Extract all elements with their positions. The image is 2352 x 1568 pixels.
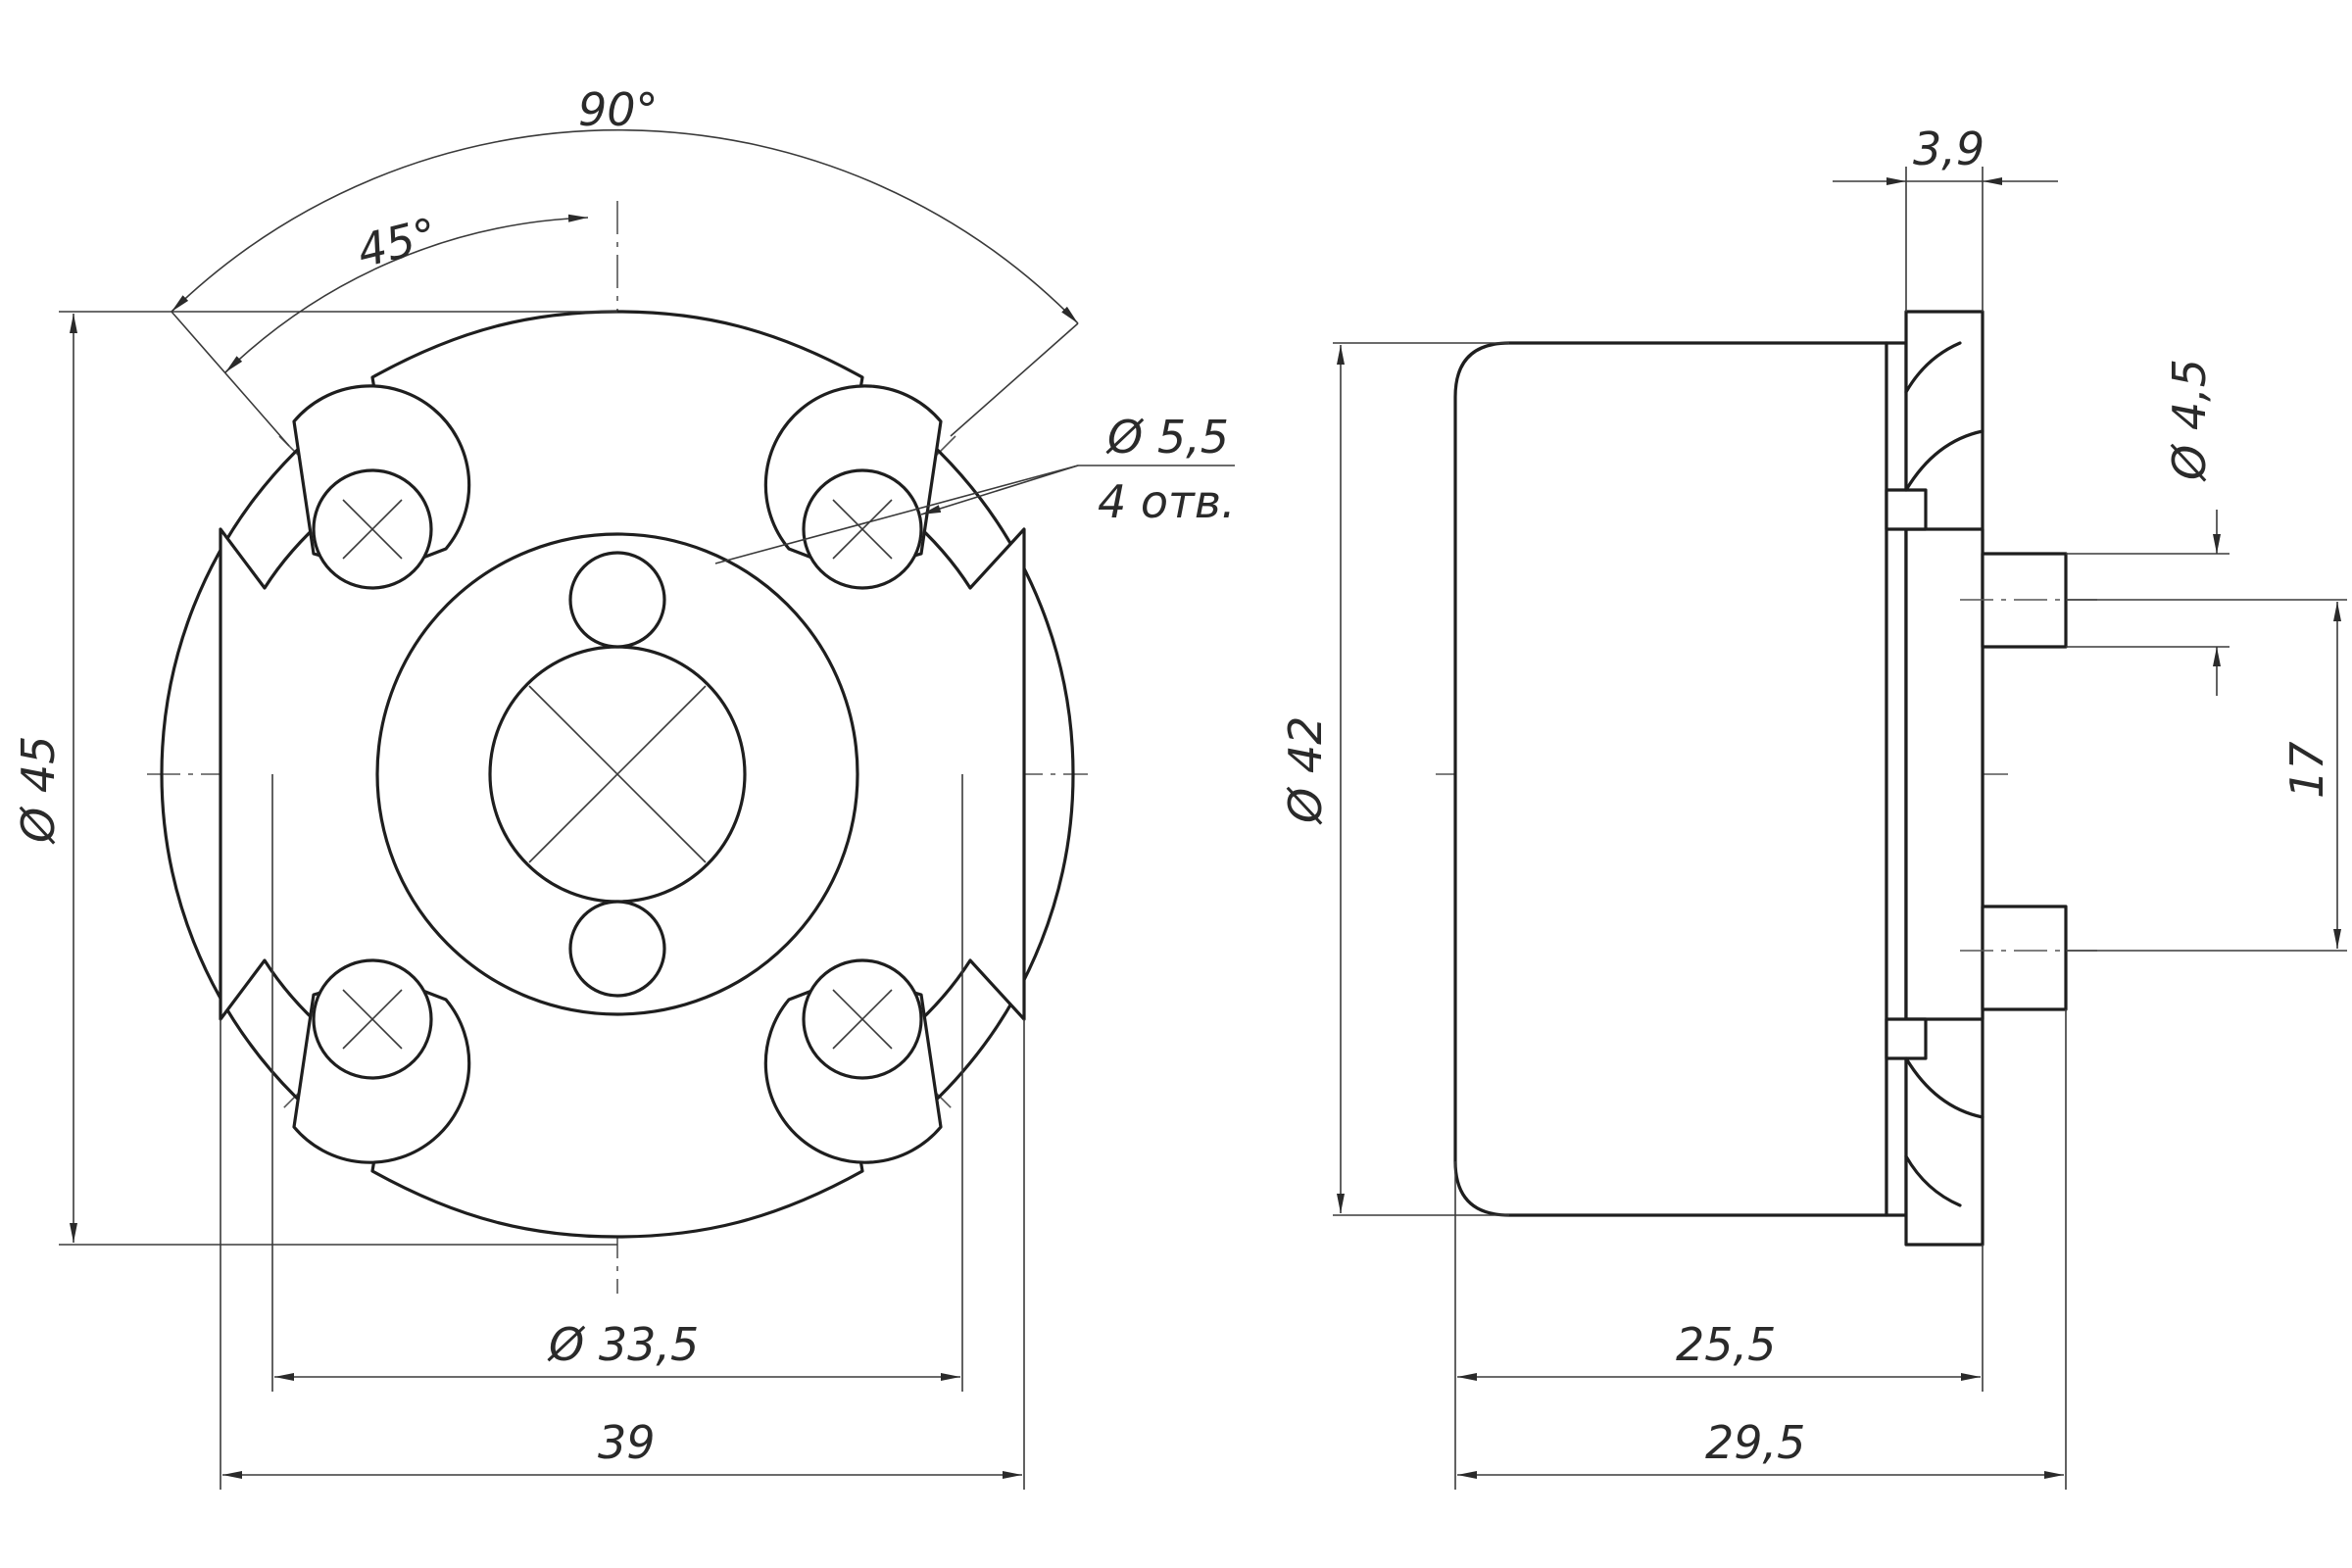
mounting-hole-bottom-left — [312, 958, 433, 1080]
side-flange-core — [1904, 527, 1984, 1021]
side-body — [1453, 341, 1888, 1217]
flange-relief-top — [1904, 341, 1962, 394]
angle-45-arc — [224, 214, 589, 373]
flange-counterbore-top — [1904, 429, 1984, 492]
angle-90-leader-left — [171, 311, 290, 447]
bolt-circle-label: Ø 33,5 — [547, 1318, 699, 1371]
outer-diameter-label: Ø 45 — [12, 736, 65, 845]
angle-45-label: 45° — [352, 208, 442, 278]
body-length-label: 25,5 — [1676, 1318, 1776, 1371]
pin-spacing-label: 17 — [2280, 741, 2333, 799]
flange-hole-top — [1885, 488, 1928, 531]
side-back-plate — [1885, 341, 1908, 1217]
mounting-hole-bottom-right — [802, 958, 923, 1080]
flange-counterbore-bottom — [1904, 1056, 1984, 1119]
pin-top — [568, 551, 666, 649]
hole-leader-line — [714, 465, 1079, 564]
side-view: Ø 42 3,9 Ø 4,5 17 25,5 29,5 — [1279, 122, 2347, 1490]
mounting-hole-top-right — [802, 468, 923, 590]
side-pin-bottom — [1981, 905, 2068, 1011]
overall-width-label: 39 — [598, 1416, 656, 1469]
angle-90-arc — [171, 128, 1079, 324]
flange-hole-bottom — [1885, 1017, 1928, 1060]
side-pin-top — [1981, 552, 2068, 649]
pin-bottom — [568, 900, 666, 998]
hole-leader-arrow — [920, 465, 1079, 515]
body-diameter-label: Ø 42 — [1279, 716, 1332, 825]
pin-diameter-label: Ø 4,5 — [2163, 359, 2216, 482]
angle-90-label: 90° — [578, 83, 659, 136]
flange-thickness-label: 3,9 — [1913, 122, 1984, 175]
front-view: 90° 45° Ø 5,5 4 отв. Ø 45 Ø 33,5 39 — [12, 83, 1236, 1490]
mounting-hole-top-left — [312, 468, 433, 590]
hub-cross-b — [528, 685, 707, 863]
hole-count-label: 4 отв. — [1098, 475, 1236, 528]
angle-90-leader-right — [950, 322, 1079, 437]
central-boss — [375, 532, 859, 1016]
flange-relief-bottom — [1904, 1154, 1962, 1207]
overall-length-label: 29,5 — [1705, 1416, 1805, 1469]
hole-diameter-label: Ø 5,5 — [1105, 411, 1229, 464]
